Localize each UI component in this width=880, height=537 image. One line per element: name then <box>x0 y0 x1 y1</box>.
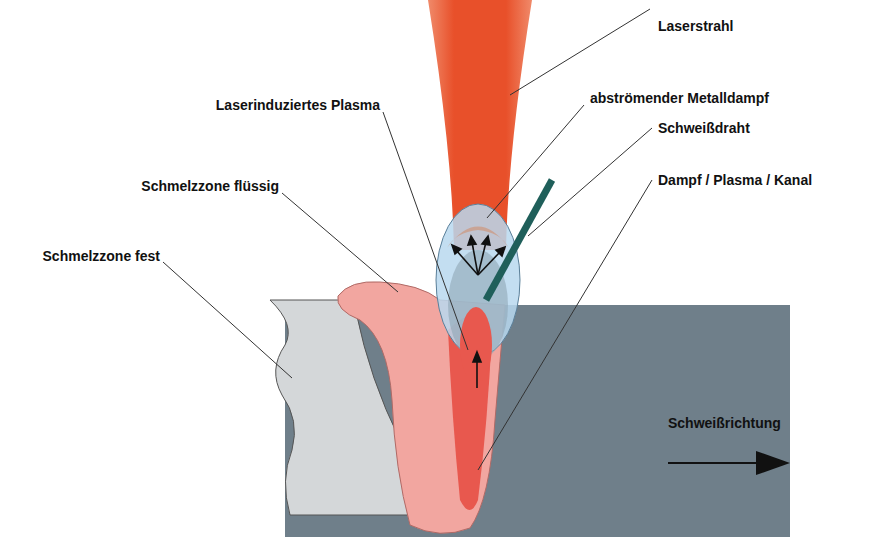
part-label: Schmelzzone flüssig <box>141 178 279 194</box>
part-label: Laserinduziertes Plasma <box>216 97 380 113</box>
leader-lines <box>163 9 652 470</box>
part-label: Schweißrichtung <box>668 415 781 431</box>
part-label: Laserstrahl <box>658 18 733 34</box>
melt-pool <box>338 282 505 534</box>
direction-arrow <box>668 451 790 475</box>
part-label: Schweißdraht <box>658 120 750 136</box>
part-label: Schmelzzone fest <box>43 248 160 264</box>
metal-vapour <box>447 227 509 249</box>
welding-wire <box>486 180 552 300</box>
laser-induced-plasma <box>460 307 492 383</box>
vapour-arrows <box>452 236 505 388</box>
part-label: abströmender Metalldampf <box>590 90 769 106</box>
part-label: Dampf / Plasma / Kanal <box>658 172 812 188</box>
